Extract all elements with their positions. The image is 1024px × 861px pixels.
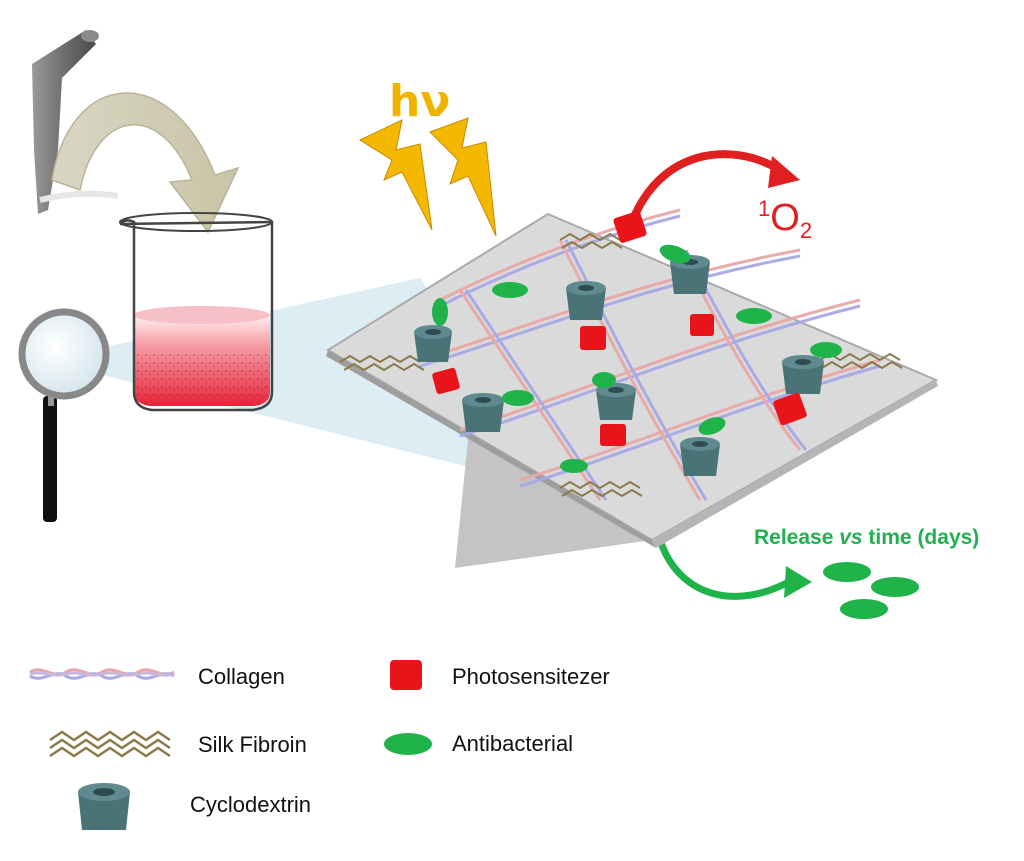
magnifier-icon: [18, 308, 110, 522]
silk-fibroin-strands: [339, 232, 903, 498]
singlet-oxygen-label: 1O2: [758, 196, 812, 243]
collagen-fibers: [419, 208, 881, 501]
legend-antibacterial-label: Antibacterial: [452, 731, 573, 756]
light-label: hν: [389, 76, 450, 127]
legend-antibacterial-swatch: [384, 733, 432, 755]
legend-collagen-swatch: [29, 668, 175, 680]
legend: Collagen Silk Fibroin Cyclodextrin Photo…: [29, 660, 610, 830]
release-label: Release vs time (days): [754, 526, 979, 549]
antibacterial-group: [432, 244, 842, 473]
legend-cyclodextrin-swatch: [78, 783, 130, 830]
release-arrow: [656, 538, 812, 600]
photosensitizer-group: [432, 211, 807, 446]
legend-silk-swatch: [49, 730, 171, 758]
beaker-icon: [119, 212, 274, 412]
released-antibacterial-group: [823, 562, 919, 619]
legend-photosensitizer-swatch: [390, 660, 422, 690]
legend-cyclodextrin-label: Cyclodextrin: [190, 792, 311, 817]
immersion-arrow: [51, 92, 240, 234]
singlet-oxygen-arrow: [628, 150, 800, 224]
hip-implant-icon: [32, 30, 119, 214]
legend-collagen-label: Collagen: [198, 664, 285, 689]
legend-photosensitizer-label: Photosensitezer: [452, 664, 610, 689]
legend-silk-label: Silk Fibroin: [198, 732, 307, 757]
lightning-icon: [358, 117, 497, 237]
